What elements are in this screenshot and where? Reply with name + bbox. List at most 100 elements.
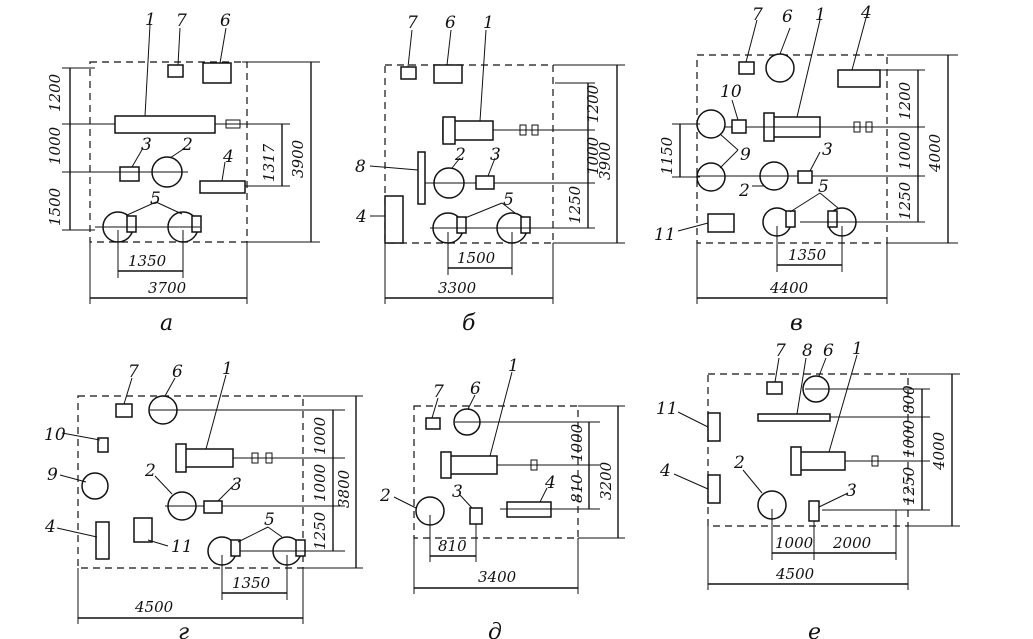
label-d-2: 2 xyxy=(144,461,156,481)
label-d-11: 11 xyxy=(171,537,193,557)
label-e-2: 2 xyxy=(379,486,391,506)
label-d-9: 9 xyxy=(47,465,58,485)
label-b-3: 3 xyxy=(490,145,501,165)
label-e-6: 6 xyxy=(470,379,481,399)
machine-1 xyxy=(444,455,498,475)
label-f-1: 1 xyxy=(852,339,863,359)
dim-c-4000: 4000 xyxy=(926,133,944,173)
machine-1 xyxy=(180,448,234,468)
label-c-3: 3 xyxy=(822,140,833,160)
label-f-6: 6 xyxy=(823,341,834,361)
label-d-5: 5 xyxy=(264,510,275,530)
unit-3 xyxy=(119,166,140,182)
unit-4 xyxy=(199,180,246,194)
unit-3 xyxy=(203,500,223,514)
unit-11 xyxy=(133,517,153,543)
dim-c-1250: 1250 xyxy=(896,181,914,220)
unit-9 xyxy=(81,472,109,500)
dim-e-810v: 810 xyxy=(568,474,586,503)
label-c-9: 9 xyxy=(740,145,751,165)
unit-7 xyxy=(766,381,783,395)
unit-8 xyxy=(757,413,831,422)
unit-3 xyxy=(469,507,483,525)
caption-f: е xyxy=(808,620,821,639)
unit-11 xyxy=(707,213,735,233)
dim-e-810h: 810 xyxy=(438,537,467,555)
caption-a: а xyxy=(160,311,173,336)
label-a-5: 5 xyxy=(150,189,161,209)
unit-10 xyxy=(97,437,109,453)
unit-7 xyxy=(400,66,417,80)
dim-f-1000h: 1000 xyxy=(775,534,814,552)
unit-3 xyxy=(808,500,820,522)
label-d-3: 3 xyxy=(231,475,242,495)
unit-3 xyxy=(475,175,495,190)
unit-6 xyxy=(433,64,463,84)
label-f-3: 3 xyxy=(846,481,857,501)
label-c-6: 6 xyxy=(782,7,793,27)
dim-b-1500: 1500 xyxy=(457,249,496,267)
dim-d-1350: 1350 xyxy=(232,574,271,592)
label-c-7: 7 xyxy=(752,5,763,25)
dim-f-1000: 1000 xyxy=(900,419,918,458)
dim-a-1200: 1200 xyxy=(46,73,64,112)
label-f-2: 2 xyxy=(733,453,745,473)
dim-b-1250: 1250 xyxy=(566,185,584,224)
unit-11 xyxy=(707,412,721,442)
label-b-7: 7 xyxy=(407,13,418,33)
unit-4 xyxy=(707,474,721,504)
unit-7 xyxy=(738,61,755,75)
label-a-2: 2 xyxy=(181,135,193,155)
unit-8 xyxy=(417,151,426,205)
dim-d-3800: 3800 xyxy=(335,469,353,508)
label-a-6: 6 xyxy=(220,11,231,31)
dim-b-1000: 1000 xyxy=(584,136,602,175)
dim-b-3300: 3300 xyxy=(438,279,477,297)
dim-c-1150: 1150 xyxy=(658,136,676,175)
dim-c-1200: 1200 xyxy=(896,81,914,120)
label-b-8: 8 xyxy=(355,157,366,177)
label-d-6: 6 xyxy=(172,362,183,382)
dim-a-3900: 3900 xyxy=(289,139,307,178)
dim-e-3200: 3200 xyxy=(597,461,615,500)
label-b-1: 1 xyxy=(483,13,494,33)
dim-b-1200: 1200 xyxy=(584,84,602,123)
label-c-10: 10 xyxy=(720,82,742,102)
unit-9a xyxy=(696,109,726,139)
dim-e-3400: 3400 xyxy=(478,568,517,586)
dim-d-1000a: 1000 xyxy=(311,416,329,455)
dim-a-3700: 3700 xyxy=(148,279,187,297)
unit-6 xyxy=(202,62,232,84)
caption-e: д xyxy=(488,620,502,639)
label-e-4: 4 xyxy=(544,473,556,493)
label-e-1: 1 xyxy=(508,356,519,376)
caption-d: г xyxy=(178,620,189,639)
label-f-11: 11 xyxy=(656,399,678,419)
dim-b-3900: 3900 xyxy=(596,141,614,180)
dim-a-1350: 1350 xyxy=(128,252,167,270)
unit-6 xyxy=(765,53,795,83)
unit-10 xyxy=(731,119,747,134)
dim-e-1000: 1000 xyxy=(568,423,586,462)
label-d-4: 4 xyxy=(44,517,56,537)
unit-7 xyxy=(425,417,441,430)
dim-f-2000: 2000 xyxy=(832,534,872,552)
label-c-2: 2 xyxy=(738,181,750,201)
label-a-7: 7 xyxy=(176,11,187,31)
panel-d: 1000 1000 1250 3800 1350 4500 7 6 1 10 9… xyxy=(44,359,363,639)
label-a-3: 3 xyxy=(141,135,152,155)
label-b-6: 6 xyxy=(445,13,456,33)
dim-c-4400: 4400 xyxy=(769,279,809,297)
caption-c: в xyxy=(790,311,803,336)
label-c-4: 4 xyxy=(860,3,872,23)
label-a-1: 1 xyxy=(145,10,156,30)
dim-a-1317: 1317 xyxy=(260,143,278,182)
label-e-3: 3 xyxy=(452,482,463,502)
caption-b: б xyxy=(462,311,476,336)
panel-a: 1200 1000 1500 1317 3900 1350 3700 1 7 6… xyxy=(46,10,320,336)
panel-e: 1000 810 3200 810 3400 7 6 1 2 3 4 д xyxy=(379,356,625,639)
dim-f-1250: 1250 xyxy=(900,466,918,505)
dim-d-4500: 4500 xyxy=(134,598,174,616)
dim-f-800: 800 xyxy=(900,385,918,414)
label-b-5: 5 xyxy=(503,190,514,210)
